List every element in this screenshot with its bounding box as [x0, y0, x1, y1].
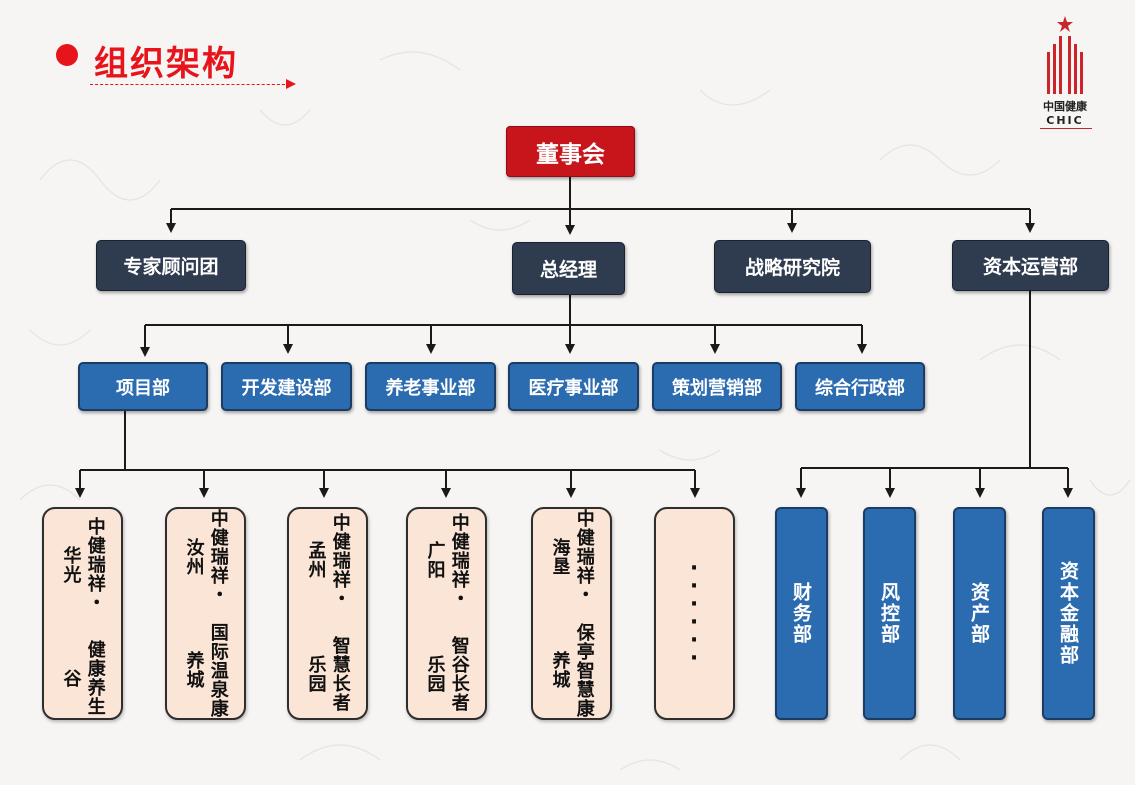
risk-control-dept-box: 风控部 [863, 507, 916, 720]
project-desc: 智慧长者乐园 [305, 635, 351, 712]
project-name: 中健瑞祥・孟州 [305, 512, 351, 608]
marketing-dept-box: 策划营销部 [652, 362, 782, 411]
project-guangyang-box: 中健瑞祥・广阳 智谷长者乐园 [406, 507, 487, 720]
logo-underline [1040, 128, 1092, 129]
project-desc: 保亭智慧康养城 [549, 622, 595, 718]
project-desc: 智谷长者乐园 [424, 635, 470, 712]
project-dept-box: 项目部 [78, 362, 208, 411]
project-desc: 健康养生谷 [60, 640, 106, 717]
project-huaguang-box: 中健瑞祥・华光 健康养生谷 [42, 507, 123, 720]
admin-dept-box: 综合行政部 [795, 362, 925, 411]
capital-finance-dept-box: 资本金融部 [1042, 507, 1095, 720]
project-haiken-box: 中健瑞祥・海垦 保亭智慧康养城 [531, 507, 612, 720]
assets-dept-box: 资产部 [953, 507, 1006, 720]
title-arrow-icon [286, 79, 296, 89]
development-construction-dept-box: 开发建设部 [221, 362, 352, 411]
project-mengzhou-box: 中健瑞祥・孟州 智慧长者乐园 [287, 507, 368, 720]
page-title: 组织架构 [94, 44, 238, 84]
project-more-box: ······ [654, 507, 735, 720]
logo-text-en: CHIC [1046, 114, 1084, 127]
project-desc: 国际温泉康养城 [183, 622, 229, 718]
elderly-care-dept-box: 养老事业部 [365, 362, 496, 411]
finance-dept-box: 财务部 [775, 507, 828, 720]
expert-advisory-box: 专家顾问团 [96, 240, 246, 291]
logo-text-cn: 中国健康 [1043, 100, 1087, 113]
medical-dept-box: 医疗事业部 [508, 362, 639, 411]
project-name: 中健瑞祥・海垦 [549, 509, 595, 605]
ellipsis-dots: ······ [689, 555, 700, 671]
chic-logo-icon [1047, 16, 1083, 94]
title-bullet [56, 44, 78, 66]
project-name: 中健瑞祥・广阳 [424, 512, 470, 608]
strategy-institute-box: 战略研究院 [714, 240, 871, 293]
title-underline [90, 84, 290, 85]
general-manager-box: 总经理 [512, 242, 625, 295]
project-name: 中健瑞祥・华光 [60, 517, 106, 613]
board-of-directors-box: 董事会 [506, 126, 635, 177]
project-ruzhou-box: 中健瑞祥・汝州 国际温泉康养城 [165, 507, 246, 720]
capital-operations-box: 资本运营部 [952, 240, 1109, 291]
project-name: 中健瑞祥・汝州 [183, 509, 229, 605]
